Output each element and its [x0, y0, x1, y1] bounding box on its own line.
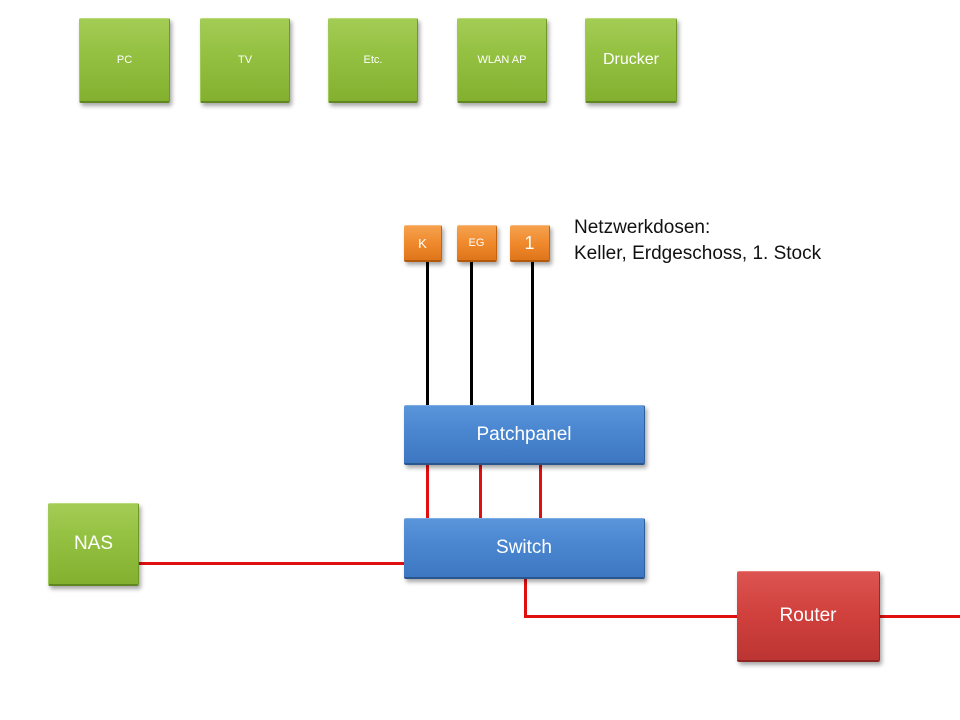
patchpanel-label: Patchpanel	[476, 423, 572, 445]
cable-switch-to-router-vertical	[524, 579, 527, 618]
patch-cable-1	[426, 465, 429, 519]
outlet-keller[interactable]: K	[404, 225, 442, 262]
patch-cable-3	[539, 465, 542, 519]
cable-switch-to-router-horizontal	[524, 615, 738, 618]
cable-router-to-external	[880, 615, 960, 618]
outlet-keller-label: K	[418, 235, 427, 251]
cable-nas-to-switch	[139, 562, 405, 565]
nas[interactable]: NAS	[48, 503, 139, 586]
device-etc-label: Etc.	[363, 54, 383, 66]
patch-cable-2	[479, 465, 482, 519]
switch-label: Switch	[496, 537, 552, 558]
device-tv-label: TV	[237, 54, 253, 66]
device-drucker[interactable]: Drucker	[585, 18, 677, 103]
device-pc[interactable]: PC	[79, 18, 170, 103]
device-drucker-label: Drucker	[602, 51, 659, 68]
outlets-note-description: Keller, Erdgeschoss, 1. Stock	[574, 243, 822, 264]
device-wlan-ap-label: WLAN AP	[477, 54, 527, 66]
device-pc-label: PC	[116, 54, 133, 66]
outlet-1-stock-label: 1	[524, 232, 535, 253]
device-etc[interactable]: Etc.	[328, 18, 418, 103]
outlet-erdgeschoss[interactable]: EG	[457, 225, 497, 262]
switch[interactable]: Switch	[404, 518, 645, 579]
outlets-note-title: Netzwerkdosen:	[574, 217, 711, 238]
router[interactable]: Router	[737, 571, 880, 662]
outlets-note: Netzwerkdosen: Keller, Erdgeschoss, 1. S…	[574, 215, 821, 267]
cable-k-to-patchpanel	[426, 262, 429, 406]
cable-1-to-patchpanel	[531, 262, 534, 406]
device-wlan-ap[interactable]: WLAN AP	[457, 18, 547, 103]
cable-eg-to-patchpanel	[470, 262, 473, 406]
patchpanel[interactable]: Patchpanel	[404, 405, 645, 465]
outlet-erdgeschoss-label: EG	[468, 237, 485, 249]
outlet-1-stock[interactable]: 1	[510, 225, 550, 262]
router-label: Router	[779, 605, 837, 626]
nas-label: NAS	[73, 533, 114, 554]
device-tv[interactable]: TV	[200, 18, 290, 103]
